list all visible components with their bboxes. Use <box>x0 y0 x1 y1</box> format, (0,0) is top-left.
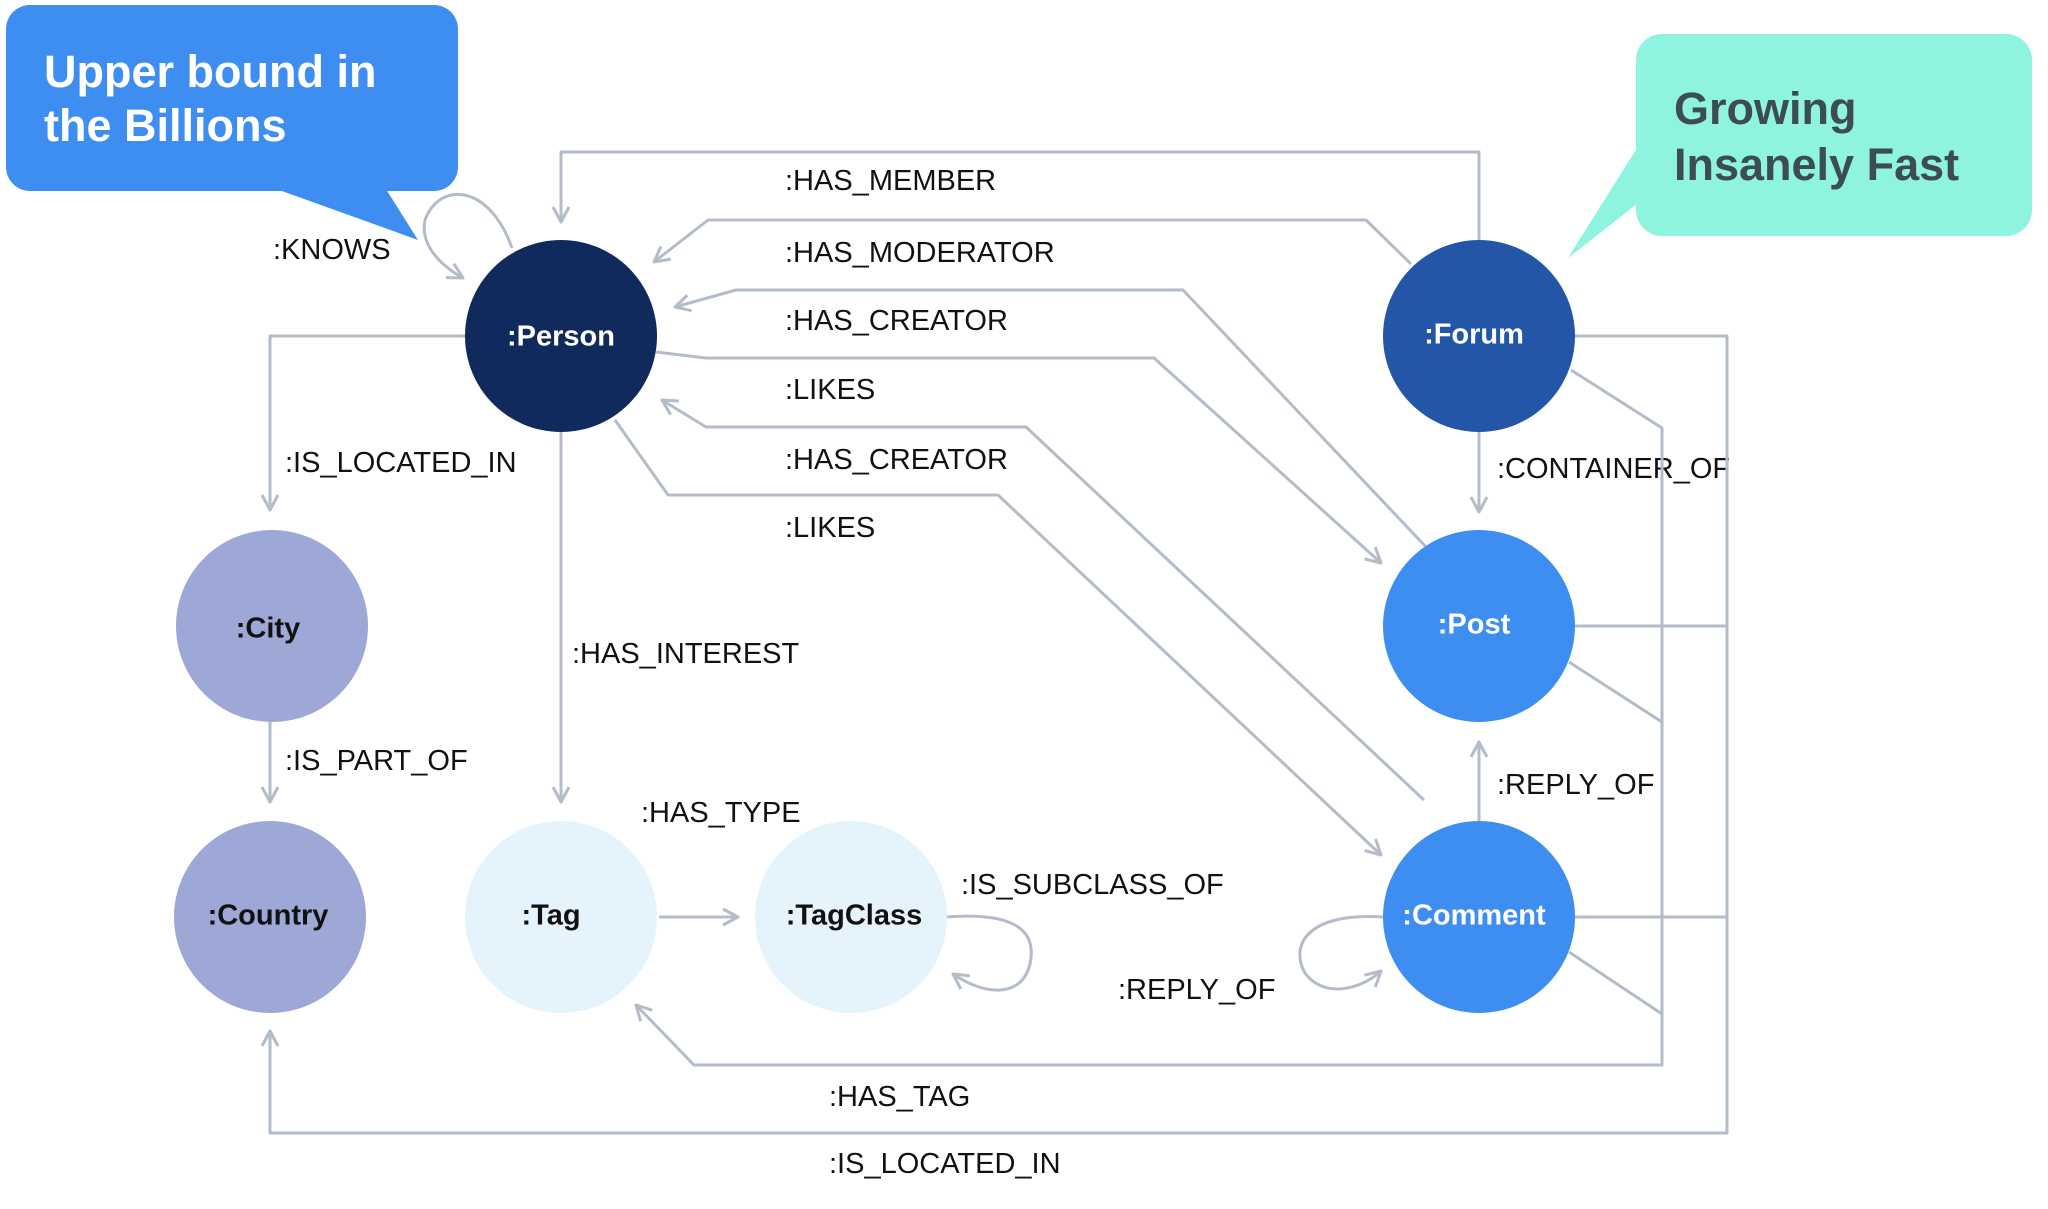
callout-right-line1: Growing <box>1674 83 1856 134</box>
has-tag-label: :HAS_TAG <box>829 1081 970 1113</box>
has-creator-post-label: :HAS_CREATOR <box>785 305 1008 337</box>
person-node[interactable]: :Person <box>465 240 657 432</box>
likes-comment-label: :LIKES <box>785 512 875 544</box>
is-subclass-of-label: :IS_SUBCLASS_OF <box>961 869 1224 901</box>
likes-post-edge <box>655 350 1383 565</box>
reply-of-post-label: :REPLY_OF <box>1497 769 1654 801</box>
has-moderator-edge <box>652 218 1413 266</box>
callout-right: Growing Insanely Fast <box>1568 34 2032 258</box>
has-tag-edge <box>634 368 1664 1067</box>
is-subclass-of-edge <box>946 914 1033 992</box>
callout-right-line2: Insanely Fast <box>1674 139 1959 190</box>
tagclass-label: :TagClass <box>786 900 922 932</box>
person-is-located-in-edge <box>260 334 465 512</box>
has-type-label: :HAS_TYPE <box>641 797 801 829</box>
has-moderator-label: :HAS_MODERATOR <box>785 237 1055 269</box>
has-creator-comment-edge <box>660 398 1426 802</box>
is-part-of-label: :IS_PART_OF <box>285 745 468 777</box>
callout-left-line2: the Billions <box>44 100 287 151</box>
city-node[interactable]: :City <box>176 530 368 722</box>
likes-comment-edge <box>613 419 1383 857</box>
city-label: :City <box>236 613 300 645</box>
has-tag-post-branch <box>1568 660 1663 724</box>
callout-left: Upper bound in the Billions <box>6 5 458 240</box>
reply-of-comment-edge <box>1298 915 1384 991</box>
country-node[interactable]: :Country <box>174 821 366 1013</box>
person-label: :Person <box>507 321 615 353</box>
has-member-edge <box>551 150 1481 244</box>
has-creator-comment-label: :HAS_CREATOR <box>785 444 1008 476</box>
comment-node[interactable]: :Comment <box>1383 821 1575 1013</box>
tag-label: :Tag <box>521 900 580 932</box>
has-member-label: :HAS_MEMBER <box>785 165 996 197</box>
post-node[interactable]: :Post <box>1383 530 1575 722</box>
person-is-located-in-label: :IS_LOCATED_IN <box>285 447 517 479</box>
has-tag-comment-branch <box>1568 950 1663 1016</box>
country-label: :Country <box>208 900 329 932</box>
tag-node[interactable]: :Tag <box>465 821 657 1013</box>
likes-post-label: :LIKES <box>785 374 875 406</box>
knows-label: :KNOWS <box>273 234 391 266</box>
message-is-located-in-label: :IS_LOCATED_IN <box>829 1148 1061 1180</box>
reply-of-comment-label: :REPLY_OF <box>1118 974 1275 1006</box>
has-creator-post-edge <box>673 288 1429 550</box>
message-is-located-in-edge <box>260 334 1729 1135</box>
forum-label: :Forum <box>1424 319 1524 351</box>
callout-left-line1: Upper bound in <box>44 46 376 97</box>
comment-label: :Comment <box>1402 900 1546 932</box>
post-label: :Post <box>1438 609 1511 641</box>
container-of-label: :CONTAINER_OF <box>1497 453 1730 485</box>
has-interest-label: :HAS_INTEREST <box>572 638 799 670</box>
knows-edge <box>422 193 514 280</box>
tagclass-node[interactable]: :TagClass <box>755 821 947 1013</box>
forum-node[interactable]: :Forum <box>1383 240 1575 432</box>
